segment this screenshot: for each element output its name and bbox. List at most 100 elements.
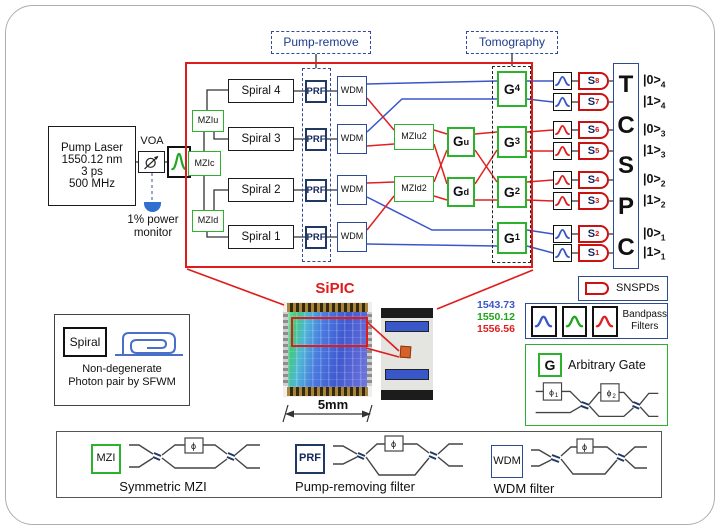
figure-frame (5, 5, 715, 525)
ket-output: |0>2 (643, 172, 666, 189)
pump-laser-line: 3 ps (81, 166, 103, 178)
wavelength-idler: 1556.56 (477, 323, 515, 335)
spiral-4-box: Spiral 4 (228, 79, 294, 103)
detector-label: S (587, 228, 596, 240)
spiral-legend-caption: Non-degenerate Photon pair by SFWM (68, 363, 176, 388)
pump-removing-filter-circuit: ϕ (333, 435, 463, 476)
wdm-1-box: WDM (337, 222, 367, 252)
wavelength-signal: 1543.73 (477, 299, 515, 311)
bandpass-filter-icon-blue (531, 305, 557, 337)
wavelength-list: 1543.73 1550.12 1556.56 (477, 299, 523, 335)
package-chip-die (399, 345, 412, 359)
power-monitor-photodiode-icon (144, 202, 161, 212)
phi-symbol: ϕ (391, 439, 396, 449)
phi-symbol: ϕ (191, 441, 196, 451)
arbitrary-gate-legend-box: G Arbitrary Gate ϕ 1 ϕ 2 (525, 344, 668, 426)
power-monitor-line: monitor (133, 227, 173, 240)
detector-label: S (587, 75, 596, 87)
package-edge-top (381, 308, 433, 318)
tcspc-letter: C (617, 111, 635, 139)
snspd-icon (585, 282, 609, 295)
wdm-legend-title: WDM filter (493, 481, 555, 496)
detector-label: S (587, 247, 596, 259)
component-legend-box: MZI ϕ Symmetric MZI PRF (56, 431, 662, 498)
wavelength-pump: 1550.12 (477, 311, 515, 323)
bandpass-legend-label: Bandpass Filters (622, 309, 667, 332)
prf-4-box: PRF (305, 80, 327, 103)
phi-symbol: ϕ (582, 442, 587, 452)
gate-label: G (503, 80, 515, 97)
green-pulse-glyph (171, 152, 187, 171)
spiral-waveguide-icon (115, 332, 183, 356)
pump-remove-label: Pump-remove (271, 31, 371, 54)
wdm-filter-circuit: ϕ (531, 438, 647, 475)
bandpass-filter-icon-red (553, 171, 572, 189)
bandpass-filter-icon-red (553, 142, 572, 160)
phi1-symbol: ϕ (549, 387, 554, 397)
gate-label: G (452, 183, 464, 199)
tcspc-letter: T (618, 70, 634, 98)
mzid-box: MZId (192, 210, 224, 232)
detector-label: S (587, 195, 596, 207)
chip-highlight-rect (291, 317, 368, 347)
tcspc-letter: P (617, 193, 634, 221)
ket-output: |0>1 (643, 226, 666, 243)
prf-legend-title: Pump-removing filter (295, 479, 415, 494)
voa-label: VOA (140, 135, 164, 147)
chip-bond-pads-top (287, 303, 368, 312)
bandpass-filter-icon-green (561, 305, 587, 337)
bandpass-filter-icon-red (553, 192, 572, 210)
tcspc-letter: S (617, 152, 634, 180)
power-monitor-line: 1% power (127, 214, 179, 226)
pump-laser-line: Pump Laser (60, 141, 123, 154)
ket-output: |1>3 (643, 143, 666, 160)
voa-attenuator-icon (138, 151, 165, 173)
pump-laser-box: Pump Laser 1550.12 nm 3 ps 500 MHz (48, 126, 136, 206)
bandpass-filter-icon-red (592, 305, 618, 337)
bandpass-filter-icon-blue (553, 225, 572, 243)
svg-text:1: 1 (555, 392, 559, 399)
detector-label: S (587, 145, 596, 157)
bandpass-legend-box: Bandpass Filters (525, 303, 668, 339)
bandpass-filter-icon-blue (553, 72, 572, 90)
package-connector-bottom (385, 369, 429, 380)
wdm-4-box: WDM (337, 76, 367, 106)
phi2-symbol: ϕ (607, 388, 612, 398)
bandpass-filter-icon-blue (553, 244, 572, 262)
spiral-3-box: Spiral 3 (228, 127, 294, 151)
chip-micrograph-photo (283, 302, 372, 397)
mzi-legend-icon: MZI (91, 444, 121, 474)
detector-label: S (587, 124, 596, 136)
chip-scale-label: 5mm (317, 397, 349, 412)
gate-label: G (503, 183, 515, 200)
prf-3-box: PRF (305, 128, 327, 151)
symmetric-mzi-circuit: ϕ (129, 437, 260, 469)
snspd-legend-label: SNSPDs (616, 281, 660, 294)
chip-die-area (288, 312, 367, 387)
gate-legend-icon: G (538, 353, 562, 377)
detector-label: S (587, 174, 596, 186)
ket-output: |1>2 (643, 193, 666, 210)
arbitrary-gate-circuit: ϕ 1 ϕ 2 (535, 382, 659, 418)
chip-edge-left (283, 312, 288, 386)
packaged-chip-photo (381, 308, 433, 400)
spiral-legend-icon-box: Spiral (63, 327, 107, 357)
mziu-box: MZIu (192, 110, 224, 132)
package-edge-bottom (381, 390, 433, 400)
power-monitor-label: 1% power monitor (103, 214, 203, 240)
pump-laser-line: 1550.12 nm (61, 153, 123, 166)
prf-1-box: PRF (305, 226, 327, 249)
spiral-legend-box: Spiral Non-degenerate Photon pair by SFW… (54, 314, 190, 406)
tomography-label: Tomography (466, 31, 558, 54)
spiral-2-box: Spiral 2 (228, 178, 294, 202)
